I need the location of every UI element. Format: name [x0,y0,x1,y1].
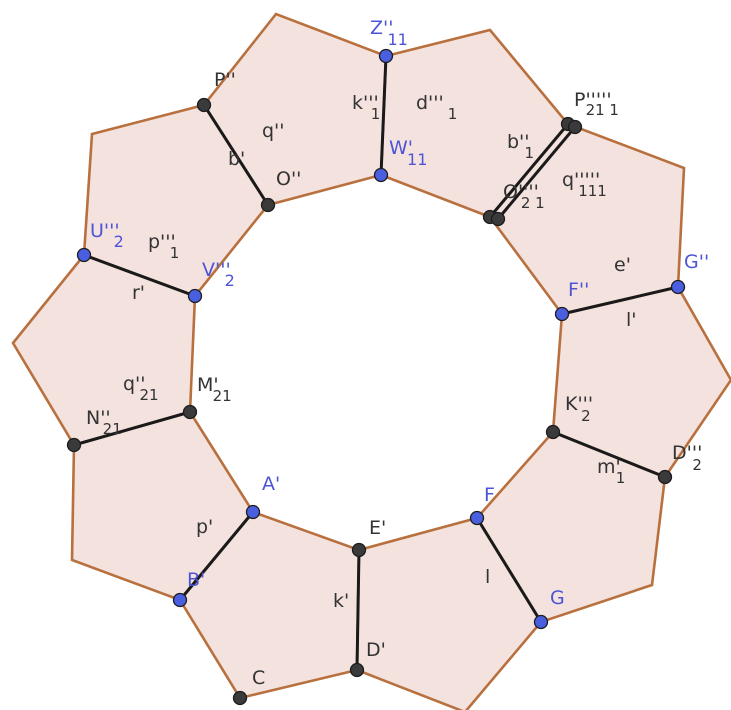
point-B1 [172,592,188,608]
segment-k3 [379,54,388,177]
point-D1 [349,662,365,678]
segment-q2 [72,410,192,447]
label-F: F [484,484,495,506]
segment-labels: k' l p' m'1 l' e' r' q''21 p'''1 b' q'' … [123,92,637,612]
label-k1: k' [333,590,349,612]
label-G2: G'' [684,251,709,273]
point-M1 [182,404,198,420]
segment-b2 [488,122,570,219]
label-A1: A' [262,473,280,495]
label-D1: D' [366,639,386,661]
point-P2 [196,97,212,113]
point-F2 [554,306,570,322]
point-W1 [373,167,389,183]
label-K3: K'''2 [565,393,593,425]
point-N2 [66,437,82,453]
label-B1: B' [187,569,205,591]
point-D3 [657,469,673,485]
segment-p1 [178,510,255,602]
segment-l [475,516,543,624]
label-r1: r' [132,282,145,304]
point-G [533,614,549,630]
point-V3 [187,288,203,304]
label-l1: l' [626,309,637,331]
point-A1 [245,504,261,520]
label-V3: V'''2 [202,259,235,290]
segment-m1 [551,430,667,479]
label-C: C [252,667,265,689]
label-D3: D'''2 [672,442,702,474]
point-Z2 [378,48,394,64]
label-P2: P'' [214,69,236,91]
segment-k1 [355,548,361,672]
label-O4: O''''2 1 [503,181,545,212]
segment-l1 [560,285,680,316]
point-K3 [545,424,561,440]
label-M1: M'21 [197,374,232,405]
point-labels: A' B' C D' E' F G K'''2 D'''2 F'' G'' O'… [86,17,709,689]
point-G2 [670,279,686,295]
segment-b1 [202,103,270,207]
label-p1: p' [196,516,213,538]
point-P5-b [567,119,583,135]
label-O2: O'' [276,168,301,190]
point-O4-b [490,211,506,227]
label-q5: q'''''111 [562,169,607,200]
segment-b2-double [496,125,577,221]
label-m1: m'1 [597,456,625,487]
label-Z2: Z''11 [370,17,408,49]
label-N2: N''21 [86,407,122,438]
label-q2b: q'' [262,120,285,142]
label-p3: p'''1 [148,231,179,262]
label-P5: P'''''21 1 [574,89,619,119]
label-b2: b''1 [507,131,534,162]
segment-r1 [82,253,197,298]
label-d3: d'''1 [416,92,457,123]
label-E1: E' [369,517,386,539]
label-q2: q''21 [123,373,159,404]
points [66,48,686,706]
label-W1: W'11 [389,137,427,169]
point-E1 [351,542,367,558]
point-C [232,690,248,706]
label-b1: b' [228,148,245,170]
label-k3: k'''1 [352,92,380,123]
shared-segments [72,54,680,672]
label-e1: e' [614,254,631,276]
label-G: G [550,587,565,609]
label-U3: U'''2 [90,220,124,251]
point-O2 [260,197,276,213]
point-U3 [76,247,92,263]
point-F [469,510,485,526]
label-l: l [485,566,490,588]
label-F2: F'' [568,279,589,301]
